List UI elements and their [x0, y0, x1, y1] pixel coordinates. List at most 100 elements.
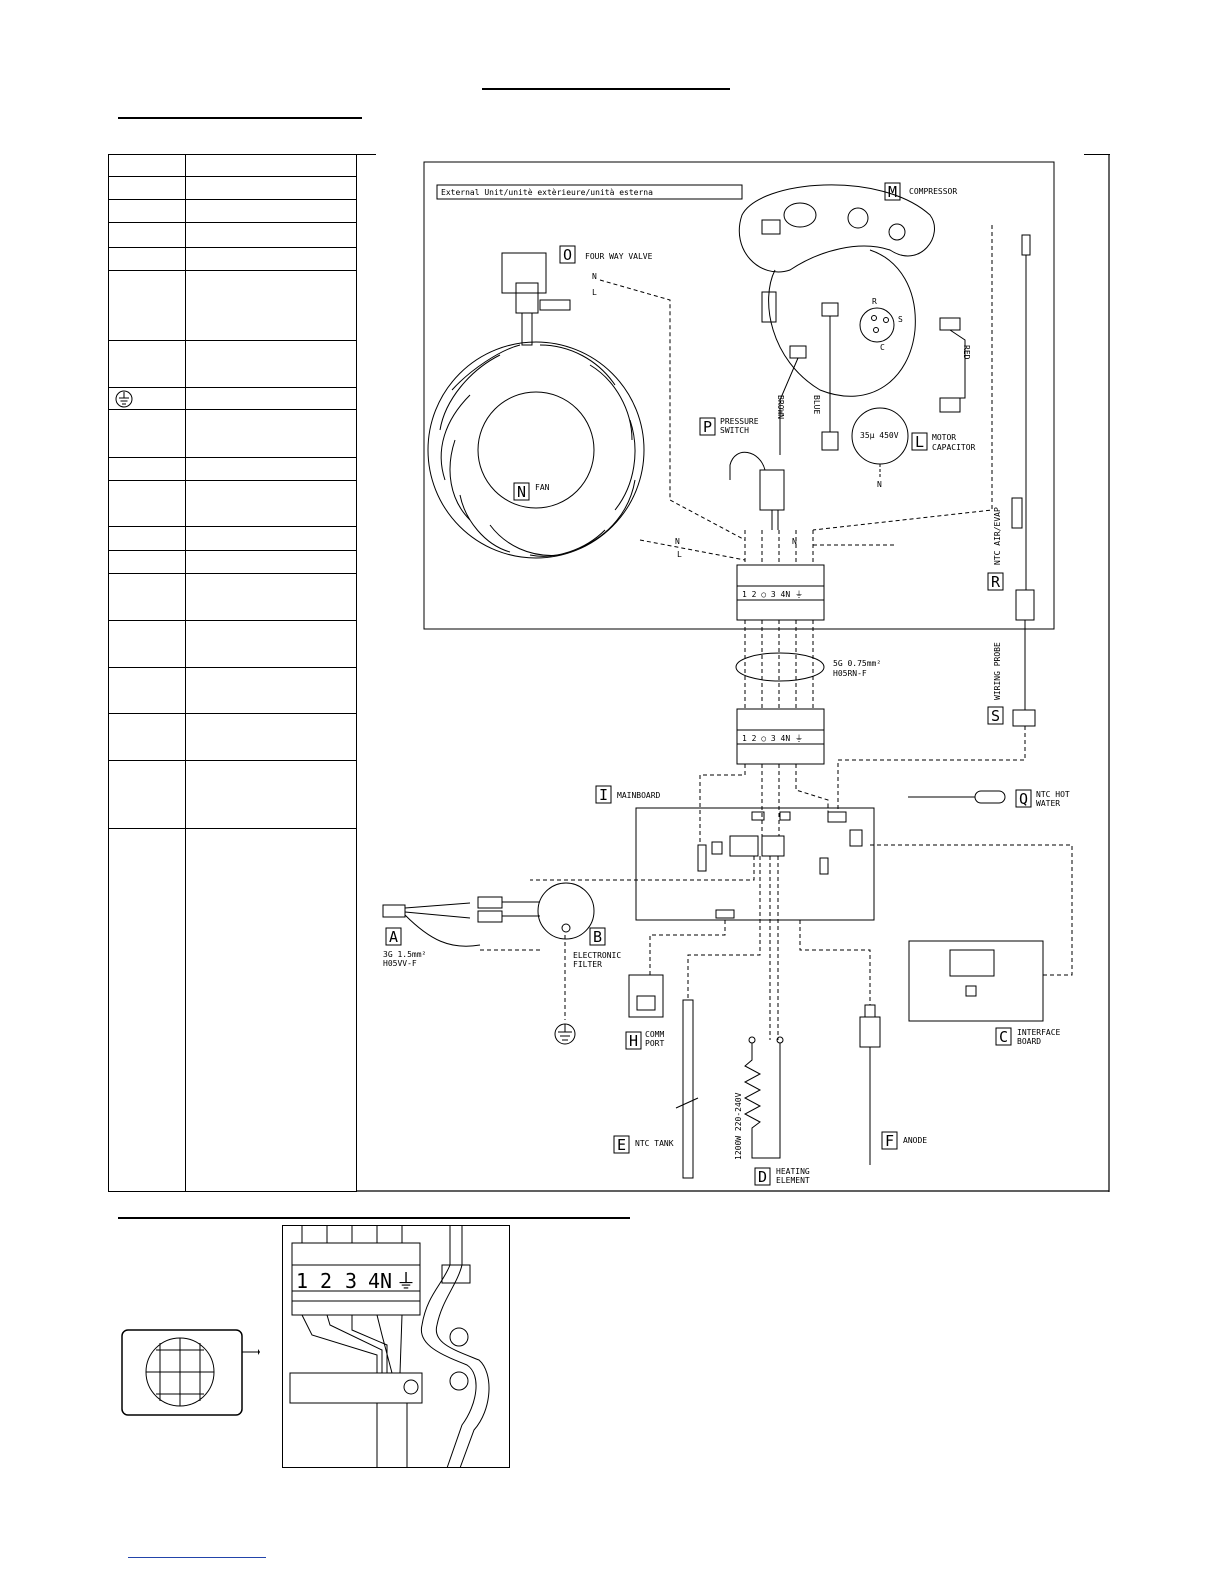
legend-row	[109, 270, 356, 271]
mainboard-label: MAINBOARD	[617, 791, 661, 800]
ground-symbol-icon	[115, 390, 133, 408]
footer-link-underline	[128, 1557, 266, 1558]
wire-red-label: RED	[962, 345, 971, 360]
mainboard	[635, 807, 875, 921]
interface-label-1: INTERFACE	[1017, 1028, 1061, 1037]
compressor-letter: M	[888, 183, 897, 201]
heating-element	[743, 1036, 784, 1159]
compressor	[738, 184, 935, 397]
page-title-underline	[482, 88, 730, 90]
valve-label: FOUR WAY VALVE	[585, 252, 653, 261]
legend-row	[109, 828, 356, 829]
pressure-label-1: PRESSURE	[720, 417, 759, 426]
heating-label-2: ELEMENT	[776, 1176, 810, 1185]
legend-row	[109, 247, 356, 248]
ntc-hot-label-2: WATER	[1036, 799, 1060, 808]
ntc-air-label: NTC AIR/EVAP	[993, 507, 1002, 565]
fan	[427, 341, 645, 559]
filter-label-1: ELECTRONIC	[573, 951, 621, 960]
heating-label-1: HEATING	[776, 1167, 810, 1176]
interface-label-2: BOARD	[1017, 1037, 1041, 1046]
section-title-underline	[118, 117, 362, 119]
filter-letter: B	[593, 928, 602, 946]
legend-row	[109, 176, 356, 177]
ntc-tank	[675, 999, 699, 1179]
heater-rating: 1200W 220-240V	[734, 1092, 743, 1160]
fan-n: N	[675, 537, 680, 546]
ntc-hot-letter: Q	[1019, 790, 1028, 808]
ground-icon	[554, 1023, 576, 1045]
capacitor-n: N	[877, 480, 882, 489]
power-label-2: H05VV-F	[383, 959, 417, 968]
ntc-tank-label: NTC TANK	[635, 1139, 674, 1148]
legend-column-divider	[185, 155, 186, 1191]
anode	[859, 1004, 881, 1165]
cable-label-1: 5G 0.75mm²	[833, 659, 881, 668]
pressure-label-2: SWITCH	[720, 426, 749, 435]
frame-top-left	[356, 154, 376, 155]
svg-text:1: 1	[296, 1269, 308, 1293]
capacitor-label-1: MOTOR	[932, 433, 956, 442]
fan-letter: N	[517, 483, 526, 501]
comm-label-2: PORT	[645, 1039, 664, 1048]
power-cable	[382, 896, 540, 947]
comm-label-1: COMM	[645, 1030, 664, 1039]
legend-row	[109, 199, 356, 200]
legend-row	[109, 457, 356, 458]
pressure-letter: P	[703, 418, 712, 436]
filter-label-2: FILTER	[573, 960, 602, 969]
valve-l: L	[592, 288, 597, 297]
legend-row	[109, 526, 356, 527]
external-unit-box	[423, 161, 1055, 630]
interface-letter: C	[999, 1028, 1008, 1046]
cable-label-2: H05RN-F	[833, 669, 867, 678]
four-way-valve	[501, 252, 571, 346]
compressor-label: COMPRESSOR	[909, 187, 957, 196]
comm-port	[628, 974, 664, 1018]
heating-letter: D	[758, 1168, 767, 1186]
valve-n: N	[592, 272, 597, 281]
pin-r: R	[872, 297, 877, 306]
mainboard-letter: I	[599, 786, 608, 804]
legend-row	[109, 222, 356, 223]
legend-table	[108, 154, 357, 1192]
electronic-filter	[537, 882, 595, 940]
power-letter: A	[389, 928, 398, 946]
legend-row	[109, 713, 356, 714]
terminal-upper-labels: 1 2 ○ 3 4N ⏚	[742, 590, 803, 599]
svg-text:3: 3	[345, 1269, 357, 1293]
comm-letter: H	[629, 1032, 638, 1050]
outdoor-unit-illustration	[121, 1329, 260, 1416]
fan-label: FAN	[535, 483, 550, 492]
legend-row	[109, 387, 356, 388]
capacitor-letter: L	[915, 433, 924, 451]
ntc-air-letter: R	[991, 573, 1001, 591]
installation-section-underline	[118, 1217, 630, 1219]
ntc-air-probe	[1011, 234, 1036, 727]
wire-blue-label: BLUE	[812, 395, 821, 414]
legend-row	[109, 760, 356, 761]
pin-c: C	[880, 343, 885, 352]
svg-text:⏚: ⏚	[396, 1269, 416, 1293]
terminal-lower-labels: 1 2 ○ 3 4N ⏚	[742, 734, 803, 743]
pressure-switch	[729, 451, 785, 530]
valve-letter: O	[563, 246, 572, 264]
wiring-probe-letter: S	[991, 707, 1000, 725]
legend-row	[109, 409, 356, 410]
capacitor-rating: 35µ 450V	[860, 431, 899, 440]
terminal-block-upper	[736, 564, 825, 621]
wire-brown-label: BROWN	[776, 395, 785, 419]
upper-n: N	[792, 537, 797, 546]
legend-row	[109, 340, 356, 341]
anode-label: ANODE	[903, 1136, 927, 1145]
wiring-probe-label: WIRING PROBE	[993, 642, 1002, 700]
frame-top-right	[1084, 154, 1110, 155]
ntc-hot-label-1: NTC HOT	[1036, 790, 1070, 799]
interface-board	[908, 940, 1044, 1022]
legend-row	[109, 573, 356, 574]
external-unit-title: External Unit/unitè extèrieure/unità est…	[441, 187, 653, 197]
legend-row	[109, 667, 356, 668]
ntc-tank-letter: E	[617, 1136, 626, 1154]
